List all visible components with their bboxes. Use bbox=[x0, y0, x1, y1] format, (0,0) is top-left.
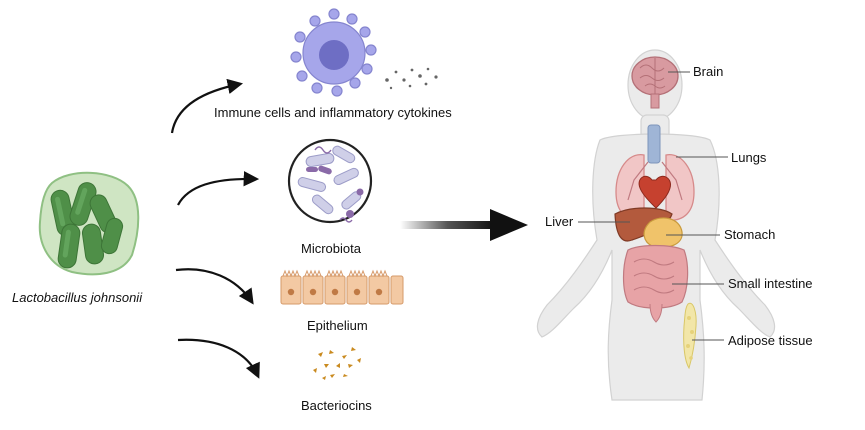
arrow-to-microbiota bbox=[177, 171, 260, 206]
arrow-to-immune bbox=[170, 78, 244, 134]
stomach-label: Stomach bbox=[724, 227, 776, 242]
epithelium-label: Epithelium bbox=[307, 318, 368, 333]
small-intestine-icon bbox=[622, 244, 689, 323]
trachea-icon bbox=[647, 124, 661, 164]
brain-label: Brain bbox=[693, 64, 724, 79]
lungs-icon bbox=[615, 154, 695, 221]
lactobacillus-label: Lactobacillus johnsonii bbox=[12, 290, 143, 305]
adipose-tissue-icon bbox=[683, 302, 697, 370]
immune-cell-icon bbox=[290, 8, 377, 97]
immune-cells-label: Immune cells and inflammatory cytokines bbox=[214, 105, 452, 120]
brain-icon bbox=[631, 56, 679, 109]
liver-label: Liver bbox=[545, 214, 574, 229]
stomach-icon bbox=[643, 217, 683, 249]
bacteria-cluster-icon bbox=[38, 171, 140, 276]
bacteriocins-icon bbox=[313, 347, 361, 380]
cytokine-dots bbox=[385, 67, 438, 90]
heart-icon bbox=[638, 175, 672, 209]
curved-arrows bbox=[170, 78, 260, 379]
microbiota-label: Microbiota bbox=[301, 241, 361, 256]
microbiota-icon bbox=[287, 138, 373, 224]
big-arrow-icon bbox=[400, 209, 528, 241]
small-intestine-label: Small intestine bbox=[728, 276, 813, 291]
epithelium-icon bbox=[280, 269, 404, 305]
arrow-to-bacteriocins bbox=[177, 338, 260, 379]
bacteriocins-label: Bacteriocins bbox=[301, 398, 372, 413]
leader-lines bbox=[578, 71, 728, 341]
arrow-to-epithelium bbox=[175, 268, 254, 305]
adipose-tissue-label: Adipose tissue bbox=[728, 333, 813, 348]
lungs-label: Lungs bbox=[731, 150, 767, 165]
